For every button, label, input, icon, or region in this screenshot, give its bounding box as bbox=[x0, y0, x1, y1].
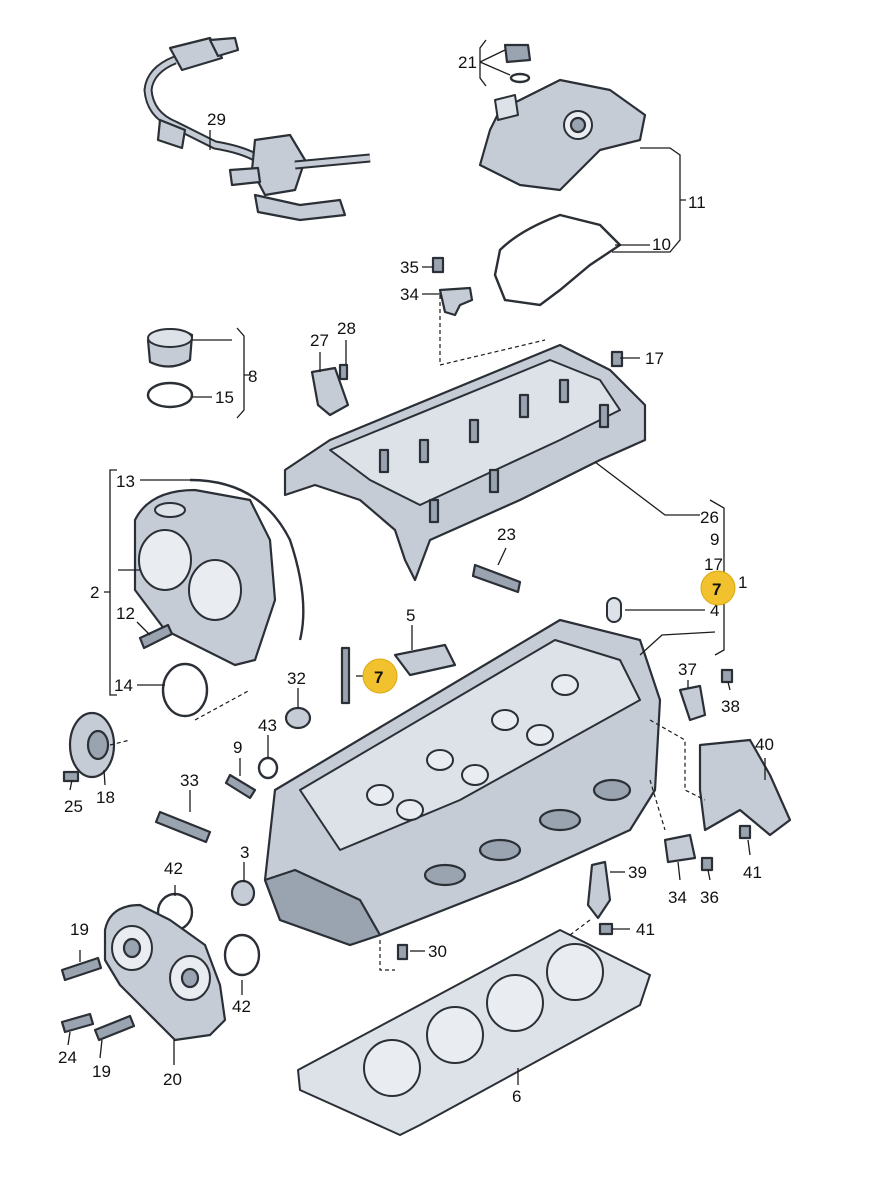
callout-18: 18 bbox=[96, 788, 115, 807]
part-41-bolt-lower bbox=[598, 922, 614, 936]
callout-38: 38 bbox=[721, 697, 740, 716]
badge-7-right-text: 7 bbox=[712, 580, 721, 599]
callout-32: 32 bbox=[287, 669, 306, 688]
highlight-badge-7-right: 7 bbox=[700, 570, 736, 606]
part-21-sensor bbox=[503, 43, 532, 84]
ports bbox=[423, 778, 632, 887]
callout-20: 20 bbox=[163, 1070, 182, 1089]
part-41-bolt-upper bbox=[738, 824, 752, 840]
callout-27: 27 bbox=[310, 331, 329, 350]
part-42-seal-lower bbox=[223, 933, 261, 977]
callout-15: 15 bbox=[215, 388, 234, 407]
part-32-plug bbox=[284, 706, 312, 730]
cylinder-head-block bbox=[263, 618, 662, 947]
callout-29: 29 bbox=[207, 110, 226, 129]
callout-labels: 21 29 11 10 35 34 27 28 17 8 15 13 26 9 … bbox=[58, 53, 774, 1106]
part-43-seal bbox=[257, 756, 279, 780]
cover-bolt-bosses bbox=[378, 378, 610, 524]
callout-10: 10 bbox=[652, 235, 671, 254]
part-6-head-gasket bbox=[297, 929, 651, 1136]
callout-4: 4 bbox=[710, 601, 719, 620]
callout-14: 14 bbox=[114, 676, 133, 695]
part-14-seal bbox=[161, 662, 209, 718]
highlight-badge-7-left: 7 bbox=[362, 658, 398, 694]
part-7-long-bolt bbox=[340, 646, 351, 705]
callout-6: 6 bbox=[512, 1087, 521, 1106]
callout-9-left: 9 bbox=[233, 738, 242, 757]
part-20-cam-housing bbox=[103, 903, 227, 1042]
part-35-34-sensor bbox=[431, 256, 474, 317]
callout-42-top: 42 bbox=[164, 859, 183, 878]
part-33-sensor bbox=[154, 810, 212, 844]
callout-11: 11 bbox=[688, 193, 706, 212]
callout-19-bottom: 19 bbox=[92, 1062, 111, 1081]
part-39-bracket bbox=[586, 860, 612, 920]
callout-13: 13 bbox=[116, 472, 135, 491]
callout-23: 23 bbox=[497, 525, 516, 544]
part-40-bracket bbox=[698, 738, 792, 837]
callout-28: 28 bbox=[337, 319, 356, 338]
part-17-bolt bbox=[610, 350, 624, 368]
part-19-bolt-upper bbox=[60, 956, 103, 982]
part-34-sensor-lower bbox=[663, 833, 697, 864]
callout-24: 24 bbox=[58, 1048, 77, 1067]
callout-1: 1 bbox=[738, 573, 747, 592]
badge-7-left-text: 7 bbox=[374, 668, 383, 687]
part-4-pin bbox=[606, 597, 622, 623]
callout-3: 3 bbox=[240, 843, 249, 862]
callout-2: 2 bbox=[90, 583, 99, 602]
part-23-sensor bbox=[471, 563, 522, 594]
part-11-housing bbox=[478, 78, 647, 192]
callout-37: 37 bbox=[678, 660, 697, 679]
callout-40: 40 bbox=[755, 735, 774, 754]
callout-36: 36 bbox=[700, 888, 719, 907]
part-3-plug bbox=[230, 879, 256, 907]
part-18-pulley bbox=[68, 711, 116, 779]
callout-41-right: 41 bbox=[743, 863, 762, 882]
part-5-plate bbox=[393, 643, 457, 677]
part-29-pipe-assembly bbox=[143, 36, 371, 222]
callout-19-top: 19 bbox=[70, 920, 89, 939]
callout-35: 35 bbox=[400, 258, 419, 277]
part-24-bolt bbox=[60, 1012, 95, 1034]
part-9-stud bbox=[224, 773, 257, 800]
callout-12: 12 bbox=[116, 604, 135, 623]
part-12-bolt bbox=[138, 623, 174, 650]
part-36-bolt bbox=[700, 856, 714, 872]
part-37-sensor bbox=[678, 684, 707, 722]
callout-5: 5 bbox=[406, 606, 415, 625]
callout-21: 21 bbox=[458, 53, 477, 72]
callout-9-top: 9 bbox=[710, 530, 719, 549]
callout-43: 43 bbox=[258, 716, 277, 735]
callout-8: 8 bbox=[248, 367, 257, 386]
callout-41-bottom: 41 bbox=[636, 920, 655, 939]
callout-33: 33 bbox=[180, 771, 199, 790]
callout-25: 25 bbox=[64, 797, 83, 816]
callout-39: 39 bbox=[628, 863, 647, 882]
callout-34-bottom: 34 bbox=[668, 888, 687, 907]
part-30-bolt bbox=[396, 943, 409, 961]
valve-bores bbox=[366, 674, 579, 821]
callout-42-bottom: 42 bbox=[232, 997, 251, 1016]
part-27-valve bbox=[310, 363, 350, 417]
callout-26: 26 bbox=[700, 508, 719, 527]
part-38-bolt bbox=[720, 668, 734, 684]
leader-lines bbox=[67, 39, 766, 1085]
part-8-filler-cap bbox=[146, 328, 194, 409]
part-2-timing-cover bbox=[133, 478, 305, 667]
part-19-bolt-lower bbox=[93, 1014, 136, 1042]
callout-30: 30 bbox=[428, 942, 447, 961]
callout-34-top: 34 bbox=[400, 285, 419, 304]
callout-17-top: 17 bbox=[645, 349, 664, 368]
callout-17-mid: 17 bbox=[704, 555, 723, 574]
part-10-gasket bbox=[493, 213, 622, 307]
part-26-cylinder-head-cover bbox=[283, 343, 647, 582]
part-25-bolt bbox=[62, 770, 80, 783]
